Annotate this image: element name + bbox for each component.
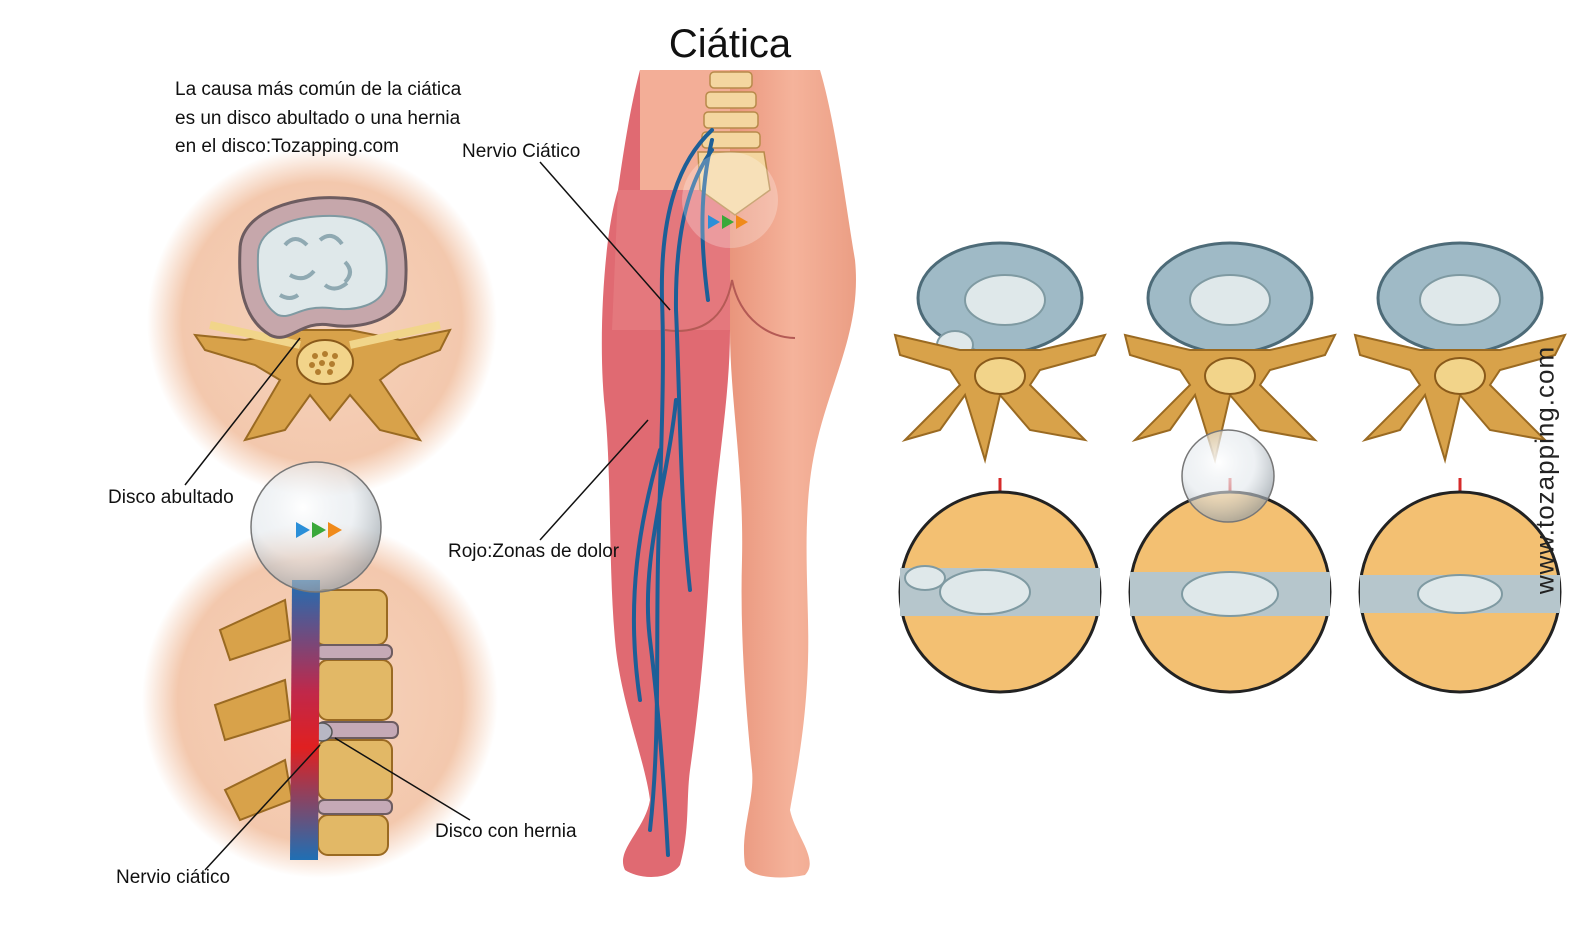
stage-herniated [893,241,1107,694]
human-legs-figure [601,70,856,878]
label-disco-con-hernia: Disco con hernia [435,821,577,842]
label-disco-abultado: Disco abultado [108,487,234,508]
label-nervio-ciatico-bottom: Nervio ciático [116,867,231,888]
label-nervio-ciatico-top: Nervio Ciático [462,141,581,162]
tozapping-badge-center [682,152,778,248]
bulging-disc-circle [147,147,497,497]
side-watermark: www.tozapping.com [1529,345,1560,595]
label-zonas-dolor: Rojo:Zonas de dolor [448,541,620,562]
intro-line-1: La causa más común de la ciática [175,79,462,100]
page-title: Ciática [668,22,792,66]
intro-text: La causa más común de la ciática es un d… [175,76,461,162]
stage-bulging [1123,241,1337,694]
intro-line-3: en el disco:Tozapping.com [175,136,399,157]
herniated-spine-circle [142,522,498,878]
tozapping-badge-left [250,461,382,593]
disc-stages-panel [893,241,1567,694]
intro-line-2: es un disco abultado o una hernia [175,107,461,129]
leader-lines [184,161,671,871]
tozapping-badge-right [1181,429,1275,523]
stage-normal [1353,241,1567,694]
